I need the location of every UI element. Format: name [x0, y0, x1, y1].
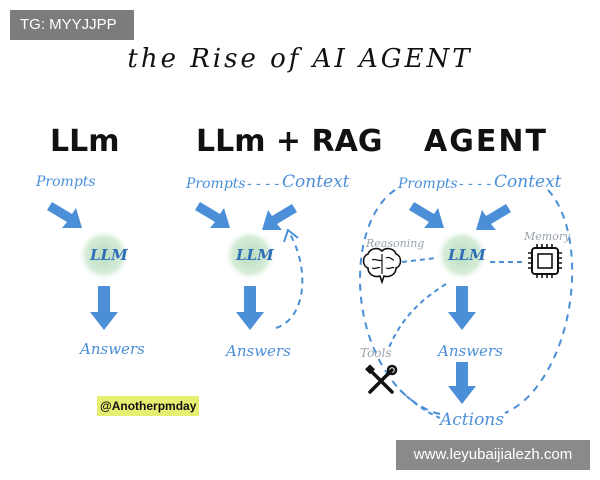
agent-context-label: Context	[494, 172, 562, 192]
agent-reasoning-link	[401, 257, 437, 263]
llm-answers-label: Answers	[80, 340, 145, 358]
agent-tools-actions-link	[399, 389, 441, 419]
agent-outer-arc-left	[359, 189, 441, 415]
tools-icon	[365, 364, 398, 394]
agent-actions-arrow	[448, 362, 476, 404]
agent-memory-label: Memory	[524, 230, 571, 243]
watermark-top-left: TG: MYYJJPP	[10, 10, 134, 40]
agent-title: AGENT	[424, 124, 548, 159]
llm-prompt-arrow	[47, 202, 82, 228]
rag-prompt-arrow	[195, 202, 230, 228]
rag-connector: - - - -	[247, 176, 280, 192]
llm-column	[47, 202, 130, 330]
rag-node-glow	[224, 229, 276, 281]
agent-prompts-label: Prompts	[398, 176, 458, 192]
agent-actions-label: Actions	[440, 410, 504, 430]
brain-icon	[362, 247, 402, 285]
rag-output-arrow	[236, 286, 264, 330]
rag-title: LLm + RAG	[196, 124, 383, 159]
agent-node-glow	[436, 229, 488, 281]
watermark-bottom-right: www.leyubaijialezh.com	[396, 440, 590, 470]
llm-node-label: LLM	[90, 246, 128, 264]
agent-connector: - - - -	[459, 176, 492, 192]
agent-prompt-arrow	[409, 202, 444, 228]
agent-answers-label: Answers	[438, 342, 503, 360]
agent-output-arrow	[448, 286, 476, 330]
agent-tools-label: Tools	[360, 346, 392, 360]
rag-context-arrow	[262, 204, 297, 230]
rag-context-label: Context	[282, 172, 350, 192]
agent-outer-arc-right	[504, 189, 574, 414]
agent-tools-link	[387, 283, 447, 351]
llm-prompts-label: Prompts	[36, 174, 96, 190]
author-handle: @Anotherpmday	[97, 396, 200, 416]
agent-context-arrow	[476, 204, 511, 230]
rag-answers-label: Answers	[226, 342, 291, 360]
llm-title: LLm	[50, 124, 120, 159]
rag-feedback-loop	[275, 233, 304, 329]
agent-column	[359, 189, 574, 419]
rag-prompts-label: Prompts	[186, 176, 246, 192]
llm-node-glow	[78, 229, 130, 281]
rag-column	[195, 202, 304, 330]
rag-feedback-arrowhead	[283, 228, 299, 243]
agent-reasoning-label: Reasoning	[366, 237, 425, 250]
rag-node-label: LLM	[236, 246, 274, 264]
main-title: the Rise of AI AGENT	[127, 44, 473, 74]
chip-icon	[528, 244, 562, 278]
agent-node-label: LLM	[448, 246, 486, 264]
llm-output-arrow	[90, 286, 118, 330]
